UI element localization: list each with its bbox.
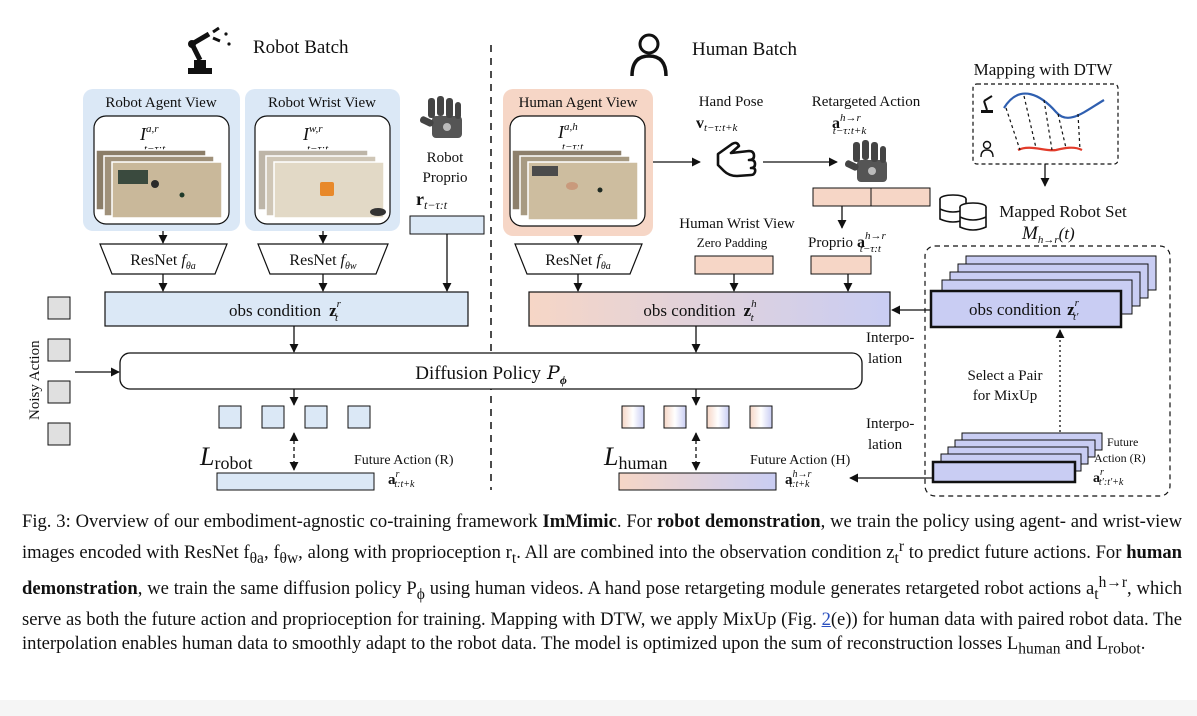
robot-hand-icon-2 xyxy=(844,140,887,182)
obs-condition-mixed xyxy=(929,289,1123,329)
zero-padding-box xyxy=(694,255,774,275)
svg-text:ResNet fθw: ResNet fθw xyxy=(289,252,356,272)
dtw-human-curve xyxy=(1017,146,1083,152)
zero-padding-label: Zero Padding xyxy=(697,235,768,250)
resnet-a-robot xyxy=(99,243,228,275)
svg-text:ResNet fθa: ResNet fθa xyxy=(130,252,195,272)
human-agent-view-label: Human Agent View xyxy=(519,95,638,111)
interpolation-1a: Interpo- xyxy=(866,330,914,346)
obs-condition-human xyxy=(528,291,891,327)
pointing-hand-icon xyxy=(716,141,757,178)
dtw-person-mini-icon xyxy=(980,140,994,158)
page-footer-strip xyxy=(0,700,1197,716)
dtw-alignment-lines xyxy=(1005,95,1081,151)
robot-proprio-box xyxy=(409,215,485,235)
hand-pose-label: Hand Pose xyxy=(699,94,764,110)
robot-proprio-symbol: rt−τ:t xyxy=(416,189,448,212)
robot-hand-icon xyxy=(419,96,462,138)
future-action-mixed-bar xyxy=(931,460,1077,484)
human-output-squares xyxy=(621,405,773,429)
diffusion-policy-box xyxy=(119,352,863,390)
future-action-r-label: Future Action (R) xyxy=(354,453,454,468)
figure-2-link[interactable]: 2 xyxy=(821,608,831,630)
robot-proprio-label-2: Proprio xyxy=(423,170,468,186)
robot-wrist-frames xyxy=(257,149,386,219)
robot-agent-frames xyxy=(95,149,223,219)
interpolation-1b: lation xyxy=(868,351,903,367)
dtw-robot-curve xyxy=(1003,92,1105,119)
hand-pose-symbol: vt−τ:t+k xyxy=(696,115,739,134)
robot-output-squares xyxy=(218,405,371,429)
mapped-robot-set-label: Mapped Robot Set xyxy=(999,202,1127,221)
robot-wrist-image-symbol: Iw,r xyxy=(302,123,323,144)
interpolation-2a: Interpo- xyxy=(866,416,914,432)
robot-batch-title: Robot Batch xyxy=(253,37,349,58)
robot-agent-image-symbol: Ia,r xyxy=(139,123,159,144)
loss-human: Lhuman xyxy=(603,442,667,473)
future-action-h-label: Future Action (H) xyxy=(750,453,851,468)
obs-condition-robot xyxy=(104,291,469,327)
select-pair-2: for MixUp xyxy=(973,388,1038,404)
human-wrist-view-label: Human Wrist View xyxy=(679,216,795,232)
future-action-r-bar xyxy=(216,472,375,491)
robot-arm-icon xyxy=(188,26,231,74)
noisy-action-squares xyxy=(47,296,71,446)
proprio-box xyxy=(810,255,872,275)
resnet-a-human xyxy=(514,243,643,275)
future-mixed-label-1: Future xyxy=(1107,435,1138,449)
robot-proprio-label-1: Robot xyxy=(427,150,465,166)
framework-diagram: Robot Batch Human Batch Robot Agent View… xyxy=(27,26,1171,497)
select-pair-1: Select a Pair xyxy=(968,368,1043,384)
robot-wrist-view-label: Robot Wrist View xyxy=(268,95,376,111)
mapping-dtw-label: Mapping with DTW xyxy=(974,60,1114,79)
human-agent-image-symbol: Ia,h xyxy=(557,121,578,142)
human-agent-frames xyxy=(511,149,639,221)
retargeted-action-bar xyxy=(812,187,931,207)
resnet-w-robot xyxy=(257,243,389,275)
database-icon xyxy=(939,194,987,231)
robot-agent-view-label: Robot Agent View xyxy=(105,95,216,111)
retargeted-action-label: Retargeted Action xyxy=(812,94,921,110)
future-mixed-label-2: Action (R) xyxy=(1094,451,1146,465)
mapped-robot-set-symbol: Mh→r(t) xyxy=(1021,223,1075,246)
mapping-dtw-box xyxy=(972,83,1119,165)
noisy-action-label: Noisy Action xyxy=(27,340,43,420)
figure-caption: Fig. 3: Overview of our embodiment-agnos… xyxy=(22,511,1183,658)
loss-robot: Lrobot xyxy=(199,442,252,473)
mixup-region xyxy=(924,245,1171,497)
future-action-h-bar xyxy=(618,472,777,491)
person-icon xyxy=(630,33,668,77)
dtw-robot-mini-icon xyxy=(981,95,993,113)
interpolation-2b: lation xyxy=(868,437,903,453)
svg-text:ResNet fθa: ResNet fθa xyxy=(545,252,610,272)
human-batch-title: Human Batch xyxy=(692,39,798,60)
